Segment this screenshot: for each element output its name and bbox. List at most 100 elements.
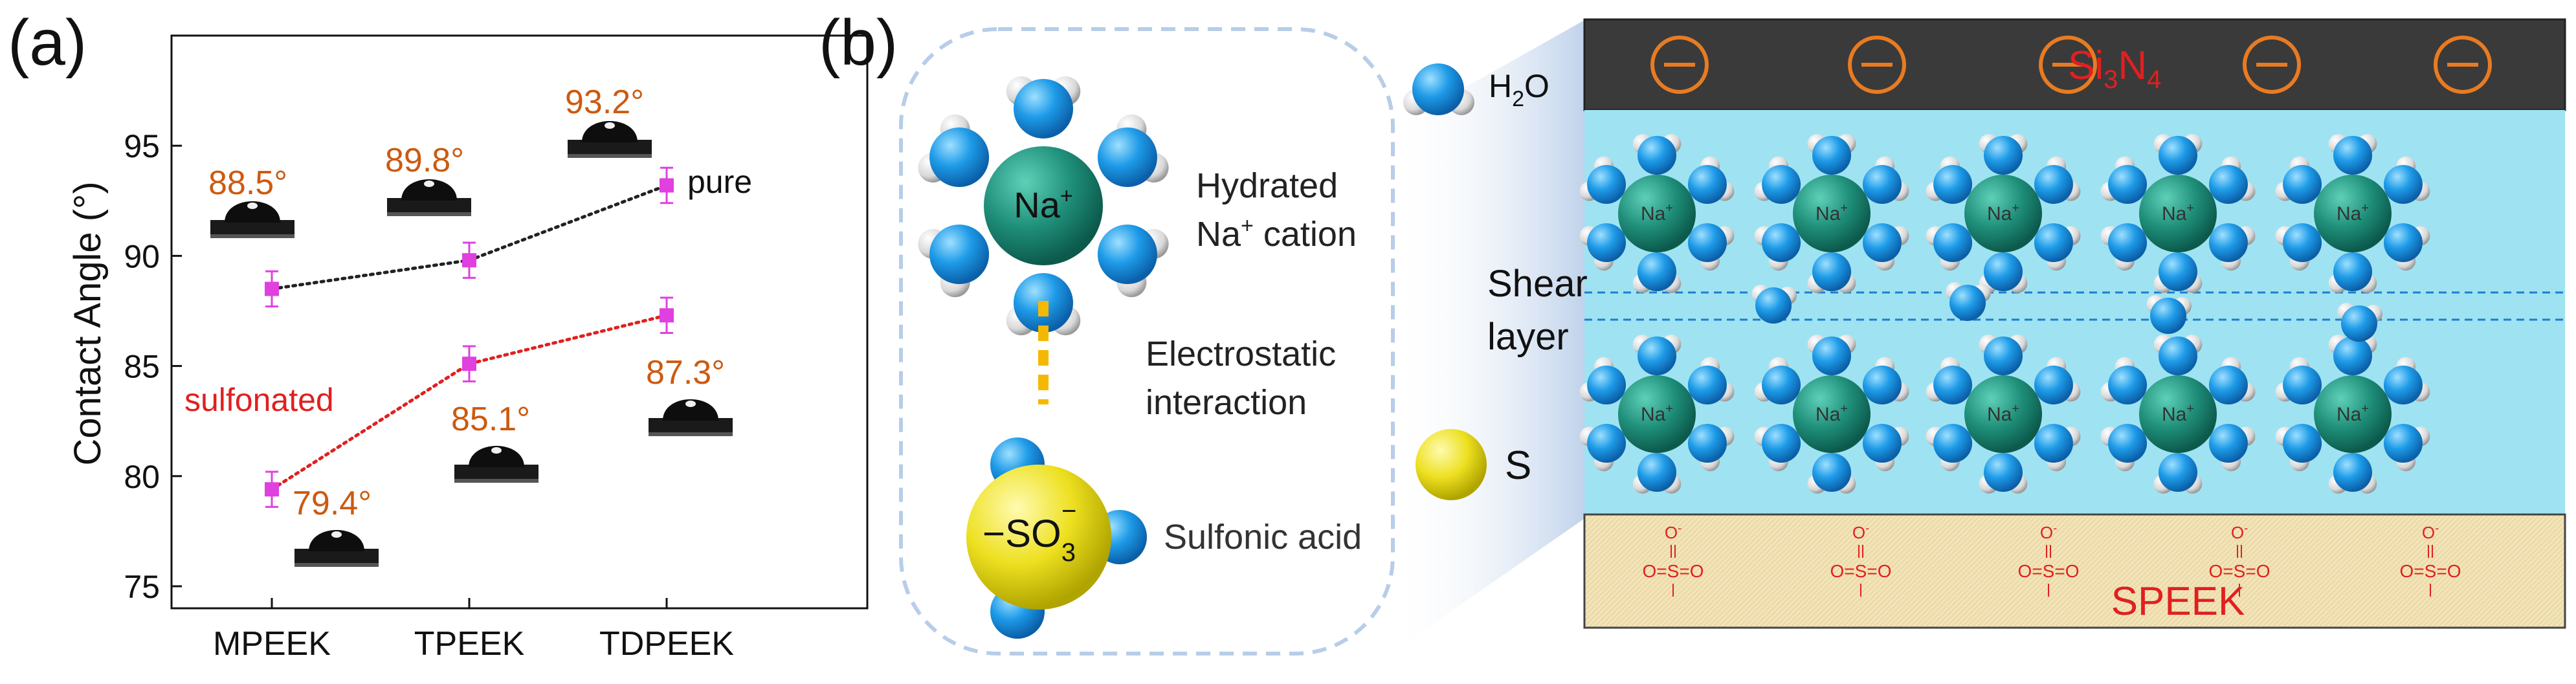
y-tick-label: 80 — [124, 459, 160, 495]
svg-text:O-: O- — [2040, 522, 2057, 542]
x-tick-label: TDPEEK — [599, 625, 734, 663]
water-molecule — [1579, 223, 1627, 271]
water-molecule — [2153, 134, 2203, 175]
water-molecule — [1579, 357, 1627, 404]
na-ion-small-label: Na+ — [1641, 402, 1673, 425]
y-tick-label: 90 — [124, 238, 160, 274]
water-molecule — [2034, 156, 2081, 204]
droplet-image-mpeek-sulf — [294, 530, 379, 567]
water-molecule — [2034, 223, 2081, 271]
water-molecule — [1946, 282, 1991, 321]
water-molecule — [1979, 134, 2028, 175]
na-ion-small-label: Na+ — [2162, 402, 2194, 425]
si3n4-label: Si3N4 — [2068, 43, 2161, 94]
angle-label-tpeek-sulf: 85.1° — [451, 401, 530, 438]
water-molecule — [1687, 424, 1735, 472]
data-point — [660, 178, 674, 193]
sulfur-legend: S — [1416, 429, 1531, 500]
shear-label-line2: layer — [1487, 316, 1569, 358]
water-molecule — [1979, 453, 2028, 494]
droplet-image-tdpeek-pure — [568, 121, 652, 158]
water-molecule — [1862, 424, 1909, 472]
water-molecule — [1754, 424, 1801, 472]
so3-label: −SO3− — [983, 497, 1076, 567]
hydrated-na-small: Na+ — [1926, 134, 2081, 293]
water-molecule — [918, 114, 990, 187]
na-ion-small — [2314, 175, 2392, 252]
water-molecule — [2275, 223, 2322, 271]
y-tick-label: 85 — [124, 349, 160, 385]
water-molecule — [1807, 453, 1856, 494]
angle-label-mpeek-sulf: 79.4° — [293, 485, 372, 522]
water-molecule — [2337, 303, 2382, 342]
water-molecule — [1097, 114, 1169, 187]
na-ion-small — [1618, 175, 1696, 252]
data-point — [462, 357, 476, 371]
water-molecule — [1632, 134, 1682, 175]
water-molecule — [1926, 424, 1973, 472]
angle-label-tdpeek-pure: 93.2° — [565, 83, 644, 121]
sulfur-atom-icon — [1416, 429, 1487, 500]
water-molecule — [1006, 76, 1081, 138]
na-ion-small — [1964, 375, 2042, 453]
water-molecule — [1926, 156, 1973, 204]
panel-a-label: (a) — [8, 6, 87, 79]
series-label-sulfonated: sulfonated — [184, 382, 334, 418]
y-axis-label: Contact Angle (°) — [67, 181, 109, 465]
na-ion — [984, 146, 1103, 265]
water-molecule — [1979, 335, 2028, 375]
water-molecule — [1754, 156, 1801, 204]
water-molecule — [2034, 424, 2081, 472]
water-molecule — [1926, 223, 1973, 271]
hydrated-label-line2: Na+ cation — [1196, 214, 1357, 254]
water-molecule — [1862, 156, 1909, 204]
negative-charge-icon — [2243, 36, 2301, 94]
water-molecule — [1632, 252, 1682, 293]
hydrated-na-small: Na+ — [1579, 335, 1735, 494]
data-point — [265, 281, 279, 296]
speek-label: SPEEK — [2111, 579, 2245, 624]
sulfonate-formula: O-O=S=O — [2018, 522, 2079, 597]
hydrated-na-cluster: Na+ — [918, 76, 1169, 336]
water-molecule — [1754, 357, 1801, 404]
water-molecule — [2100, 424, 2148, 472]
water-molecule — [2208, 156, 2256, 204]
water-molecule — [2275, 424, 2322, 472]
water-molecule — [1687, 223, 1735, 271]
hydrated-na-small: Na+ — [1926, 335, 2081, 494]
sulfur-legend-label: S — [1505, 443, 1531, 488]
water-molecule — [1751, 285, 1797, 324]
na-ion-label: Na+ — [1014, 184, 1072, 225]
water-molecule — [1687, 357, 1735, 404]
negative-charge-icon — [2434, 36, 2492, 94]
svg-text:O=S=O: O=S=O — [2209, 561, 2271, 581]
water-molecule — [2383, 357, 2430, 404]
water-molecule — [1807, 134, 1856, 175]
water-molecule — [2034, 357, 2081, 404]
data-point — [265, 482, 279, 497]
na-ion-small — [1793, 375, 1871, 453]
water-molecule — [2146, 295, 2192, 334]
na-ion-small-label: Na+ — [1815, 201, 1848, 225]
water-molecule — [2328, 134, 2377, 175]
water-molecule — [1632, 335, 1682, 375]
sulfonate-formula: O-O=S=O — [1830, 522, 1891, 597]
droplet-image-mpeek-pure — [210, 201, 294, 238]
water-molecule — [2275, 156, 2322, 204]
na-ion-small-label: Na+ — [1641, 201, 1673, 225]
negative-charge-icon — [2039, 36, 2097, 94]
water-legend: H2O — [1403, 63, 1549, 115]
water-molecule — [2100, 357, 2148, 404]
na-ion-small — [2139, 175, 2217, 252]
svg-text:O=S=O: O=S=O — [2400, 561, 2461, 581]
svg-text:O-: O- — [1665, 522, 1682, 542]
angle-label-mpeek-pure: 88.5° — [208, 164, 287, 202]
droplet-image-tpeek-sulf — [454, 446, 539, 483]
hydrated-na-small: Na+ — [2100, 134, 2256, 293]
water-molecule — [1687, 156, 1735, 204]
data-point — [660, 308, 674, 323]
water-molecule — [1754, 223, 1801, 271]
